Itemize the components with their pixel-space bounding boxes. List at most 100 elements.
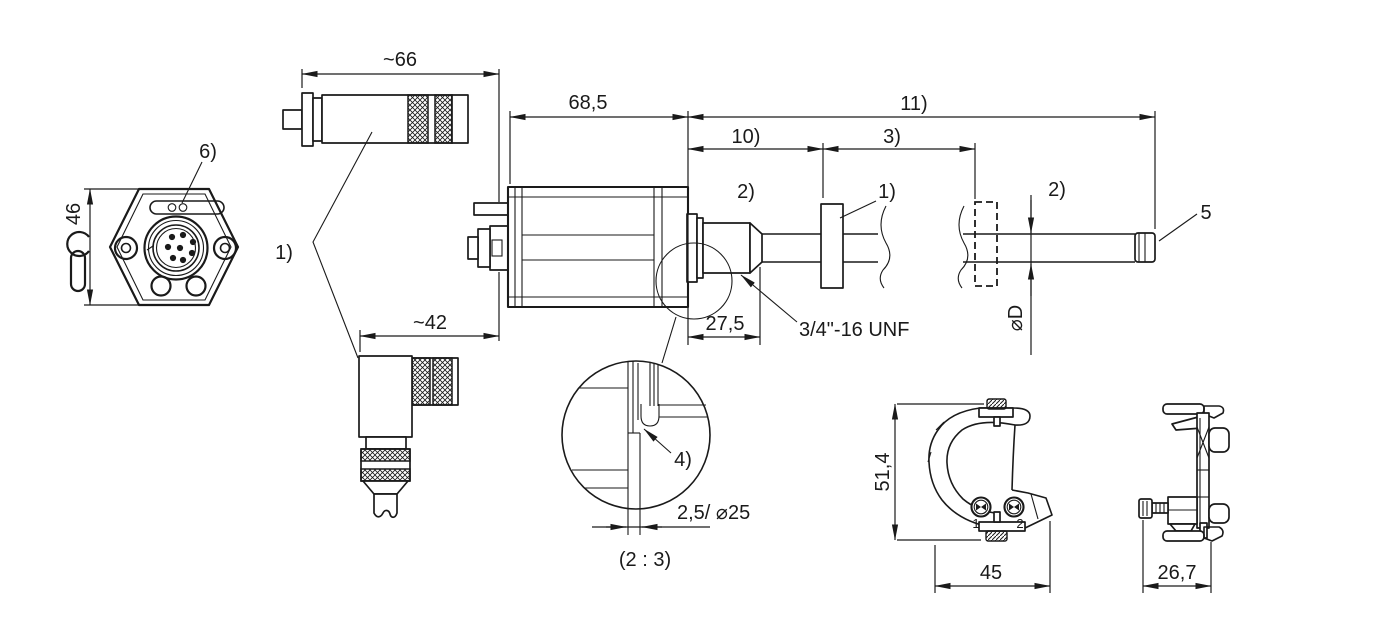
rear-stub-detail bbox=[491, 239, 503, 257]
connector-body bbox=[321, 94, 453, 144]
connector-pins bbox=[164, 231, 197, 264]
position-magnet-alt bbox=[974, 201, 998, 287]
mounting-hole-center bbox=[120, 242, 132, 254]
housing-body bbox=[506, 185, 690, 309]
callout-1-leader bbox=[312, 131, 373, 359]
detail-marker-circle bbox=[655, 242, 733, 320]
led-indicator bbox=[178, 203, 188, 212]
clamp-screw-1-label: 1 bbox=[972, 516, 979, 531]
wrench-icon bbox=[66, 230, 90, 293]
mounting-hole-center bbox=[219, 242, 231, 254]
clamp-top-arm bbox=[980, 407, 1031, 491]
dim-51-label: 51,4 bbox=[872, 453, 894, 492]
detail-view: 4) 2,5/ ⌀25 (2 : 3) bbox=[561, 316, 750, 571]
clamp-screw-2-label: 2 bbox=[1016, 516, 1023, 531]
clamp-top-nut bbox=[986, 398, 1007, 410]
callout-1-label: 1) bbox=[275, 242, 293, 264]
callout-4-leader bbox=[643, 428, 672, 454]
detail-scale-label: (2 : 3) bbox=[619, 549, 671, 571]
mounting-hole bbox=[113, 235, 139, 261]
length-dimensions: 68,5 11) 10) 3) 27,5 3/4"-16 UNF ⌀D 2) 2… bbox=[509, 92, 1212, 355]
flange-ring bbox=[696, 217, 704, 279]
callout-5-label: 5 bbox=[1200, 202, 1211, 224]
callout-6-leader bbox=[181, 161, 203, 204]
clamp-lip-edge bbox=[1030, 493, 1039, 520]
thread-spec-leader bbox=[740, 274, 798, 323]
connector-socket-ring bbox=[143, 215, 209, 281]
clamp-stem bbox=[993, 511, 1001, 523]
connector-pin-tip bbox=[282, 109, 303, 130]
clamp-side-bottom-flange bbox=[1162, 530, 1205, 542]
clamp-side-lower-block bbox=[1208, 503, 1230, 524]
thread-taper bbox=[749, 222, 763, 274]
connector-end-cap bbox=[451, 94, 469, 144]
straight-connector-view: ~66 bbox=[282, 49, 500, 341]
clamp-side-bottom-hook bbox=[1203, 526, 1224, 542]
programming-hole bbox=[150, 275, 172, 297]
angled-connector-body bbox=[358, 355, 413, 438]
connector-step bbox=[312, 97, 323, 142]
connector-neck bbox=[365, 436, 407, 450]
hex-flange-outline bbox=[108, 187, 240, 307]
mounting-hole bbox=[212, 235, 238, 261]
dim-26-label: 26,7 bbox=[1158, 562, 1197, 584]
callout-2-label: 2) bbox=[737, 181, 755, 203]
clamp-outer-contour bbox=[928, 407, 1024, 530]
clamp-side-cross bbox=[1196, 426, 1210, 459]
led-window-slot bbox=[149, 200, 225, 215]
knurl-band bbox=[434, 94, 453, 144]
clamp-lip bbox=[1011, 489, 1053, 530]
knurl-band bbox=[360, 468, 411, 482]
clamp-side-top-hook bbox=[1203, 405, 1225, 419]
thread-stub bbox=[702, 222, 751, 274]
connector-socket-ring bbox=[152, 224, 200, 272]
dim-3-label: 3) bbox=[883, 126, 901, 148]
dim-66-label: ~66 bbox=[383, 49, 417, 71]
connector-collar bbox=[301, 92, 314, 147]
dim-68-label: 68,5 bbox=[569, 92, 608, 114]
clamp-bottom-nut bbox=[985, 530, 1008, 542]
callout-6-label: 6) bbox=[199, 141, 217, 163]
knurl-band bbox=[360, 448, 411, 462]
callout-5-leader bbox=[1158, 213, 1198, 242]
clamp-screw-1 bbox=[970, 496, 992, 518]
connector-key-notch bbox=[146, 245, 154, 251]
callout-1-leader bbox=[839, 200, 877, 219]
rear-connector-stub bbox=[477, 228, 491, 268]
clamp-screw-2 bbox=[1003, 496, 1025, 518]
position-magnet bbox=[820, 203, 844, 289]
knurl-band bbox=[432, 357, 453, 406]
thread-spec-label: 3/4"-16 UNF bbox=[799, 319, 909, 341]
dim-27-label: 27,5 bbox=[706, 313, 745, 335]
flange-end-view: 46 6) bbox=[63, 141, 240, 307]
detail-leader bbox=[661, 316, 677, 364]
dim-45-label: 45 bbox=[980, 562, 1002, 584]
dim-d-label: ⌀D bbox=[1005, 305, 1027, 331]
connector-socket-ring bbox=[147, 219, 205, 277]
rear-tab bbox=[473, 202, 509, 216]
cable-stub bbox=[373, 493, 398, 519]
led-indicator bbox=[167, 203, 177, 212]
rod-break-line bbox=[879, 205, 891, 289]
connector-socket-ring bbox=[155, 227, 197, 269]
programming-hole bbox=[185, 275, 207, 297]
screw-block-taper bbox=[1169, 523, 1196, 532]
dim-11-label: 11) bbox=[900, 93, 927, 115]
clamp-side-upper-block bbox=[1208, 427, 1230, 453]
screw-head bbox=[1138, 498, 1153, 519]
mounting-clamp-side-view: 26,7 bbox=[1138, 403, 1230, 593]
callout-4-label: 4) bbox=[674, 449, 692, 471]
sensor-housing-view bbox=[467, 185, 1156, 320]
callout-2-label: 2) bbox=[1048, 179, 1066, 201]
dim-46-label: 46 bbox=[63, 203, 85, 225]
mounting-clamp-front-view: 1 2 51,4 45 bbox=[872, 398, 1053, 593]
angled-connector-view: ~42 1) bbox=[275, 131, 500, 519]
rear-connector-stub bbox=[489, 225, 509, 271]
gland-taper bbox=[362, 480, 409, 495]
hex-flange-inner-outline bbox=[116, 193, 232, 301]
clamp-stem bbox=[993, 416, 1001, 427]
knurl-band bbox=[407, 94, 429, 144]
callout-1-label: 1) bbox=[878, 181, 896, 203]
clamp-notch bbox=[935, 421, 945, 431]
